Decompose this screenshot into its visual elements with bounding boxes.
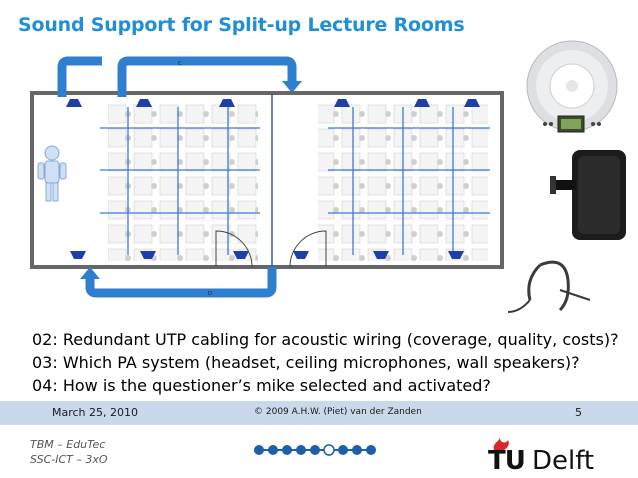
headset-icon [507, 260, 591, 313]
tu-delft-flame-icon [493, 438, 509, 450]
department-line-1: TBM – EduTec [30, 438, 106, 451]
speaker-icon [66, 99, 480, 259]
cable-label-d: D [208, 291, 212, 297]
question-04: 04: How is the questioner’s mike selecte… [32, 376, 491, 395]
cable-bottom-arrowhead [80, 267, 100, 279]
slide-title: Sound Support for Split-up Lecture Rooms [18, 14, 465, 36]
footer-copyright: © 2009 A.H.W. (Piet) van der Zanden [254, 407, 422, 417]
cable-label-c: C [178, 61, 182, 67]
wiring-grid [100, 107, 490, 255]
question-02: 02: Redundant UTP cabling for acoustic w… [32, 330, 619, 349]
logo-delft: Delft [532, 446, 595, 476]
question-03: 03: Which PA system (headset, ceiling mi… [32, 353, 580, 372]
doors [215, 230, 327, 268]
ceiling-microphone-icon [526, 40, 618, 133]
footer-bar: March 25, 2010 © 2009 A.H.W. (Piet) van … [0, 401, 638, 425]
footer-date: March 25, 2010 [52, 406, 139, 419]
floor-plan-diagram: C D [30, 56, 504, 298]
question-list: 02: Redundant UTP cabling for acoustic w… [32, 328, 619, 397]
logo-tu: TU [488, 446, 526, 476]
department-line-2: SSC-ICT – 3xO [30, 453, 108, 466]
cable-top [57, 56, 297, 97]
person-icon [37, 145, 67, 202]
cable-top-arrowhead [282, 81, 302, 93]
cable-bottom [85, 267, 277, 298]
progress-chain [254, 444, 376, 456]
wall-speaker-icon [550, 150, 626, 240]
page-number: 5 [575, 406, 582, 419]
